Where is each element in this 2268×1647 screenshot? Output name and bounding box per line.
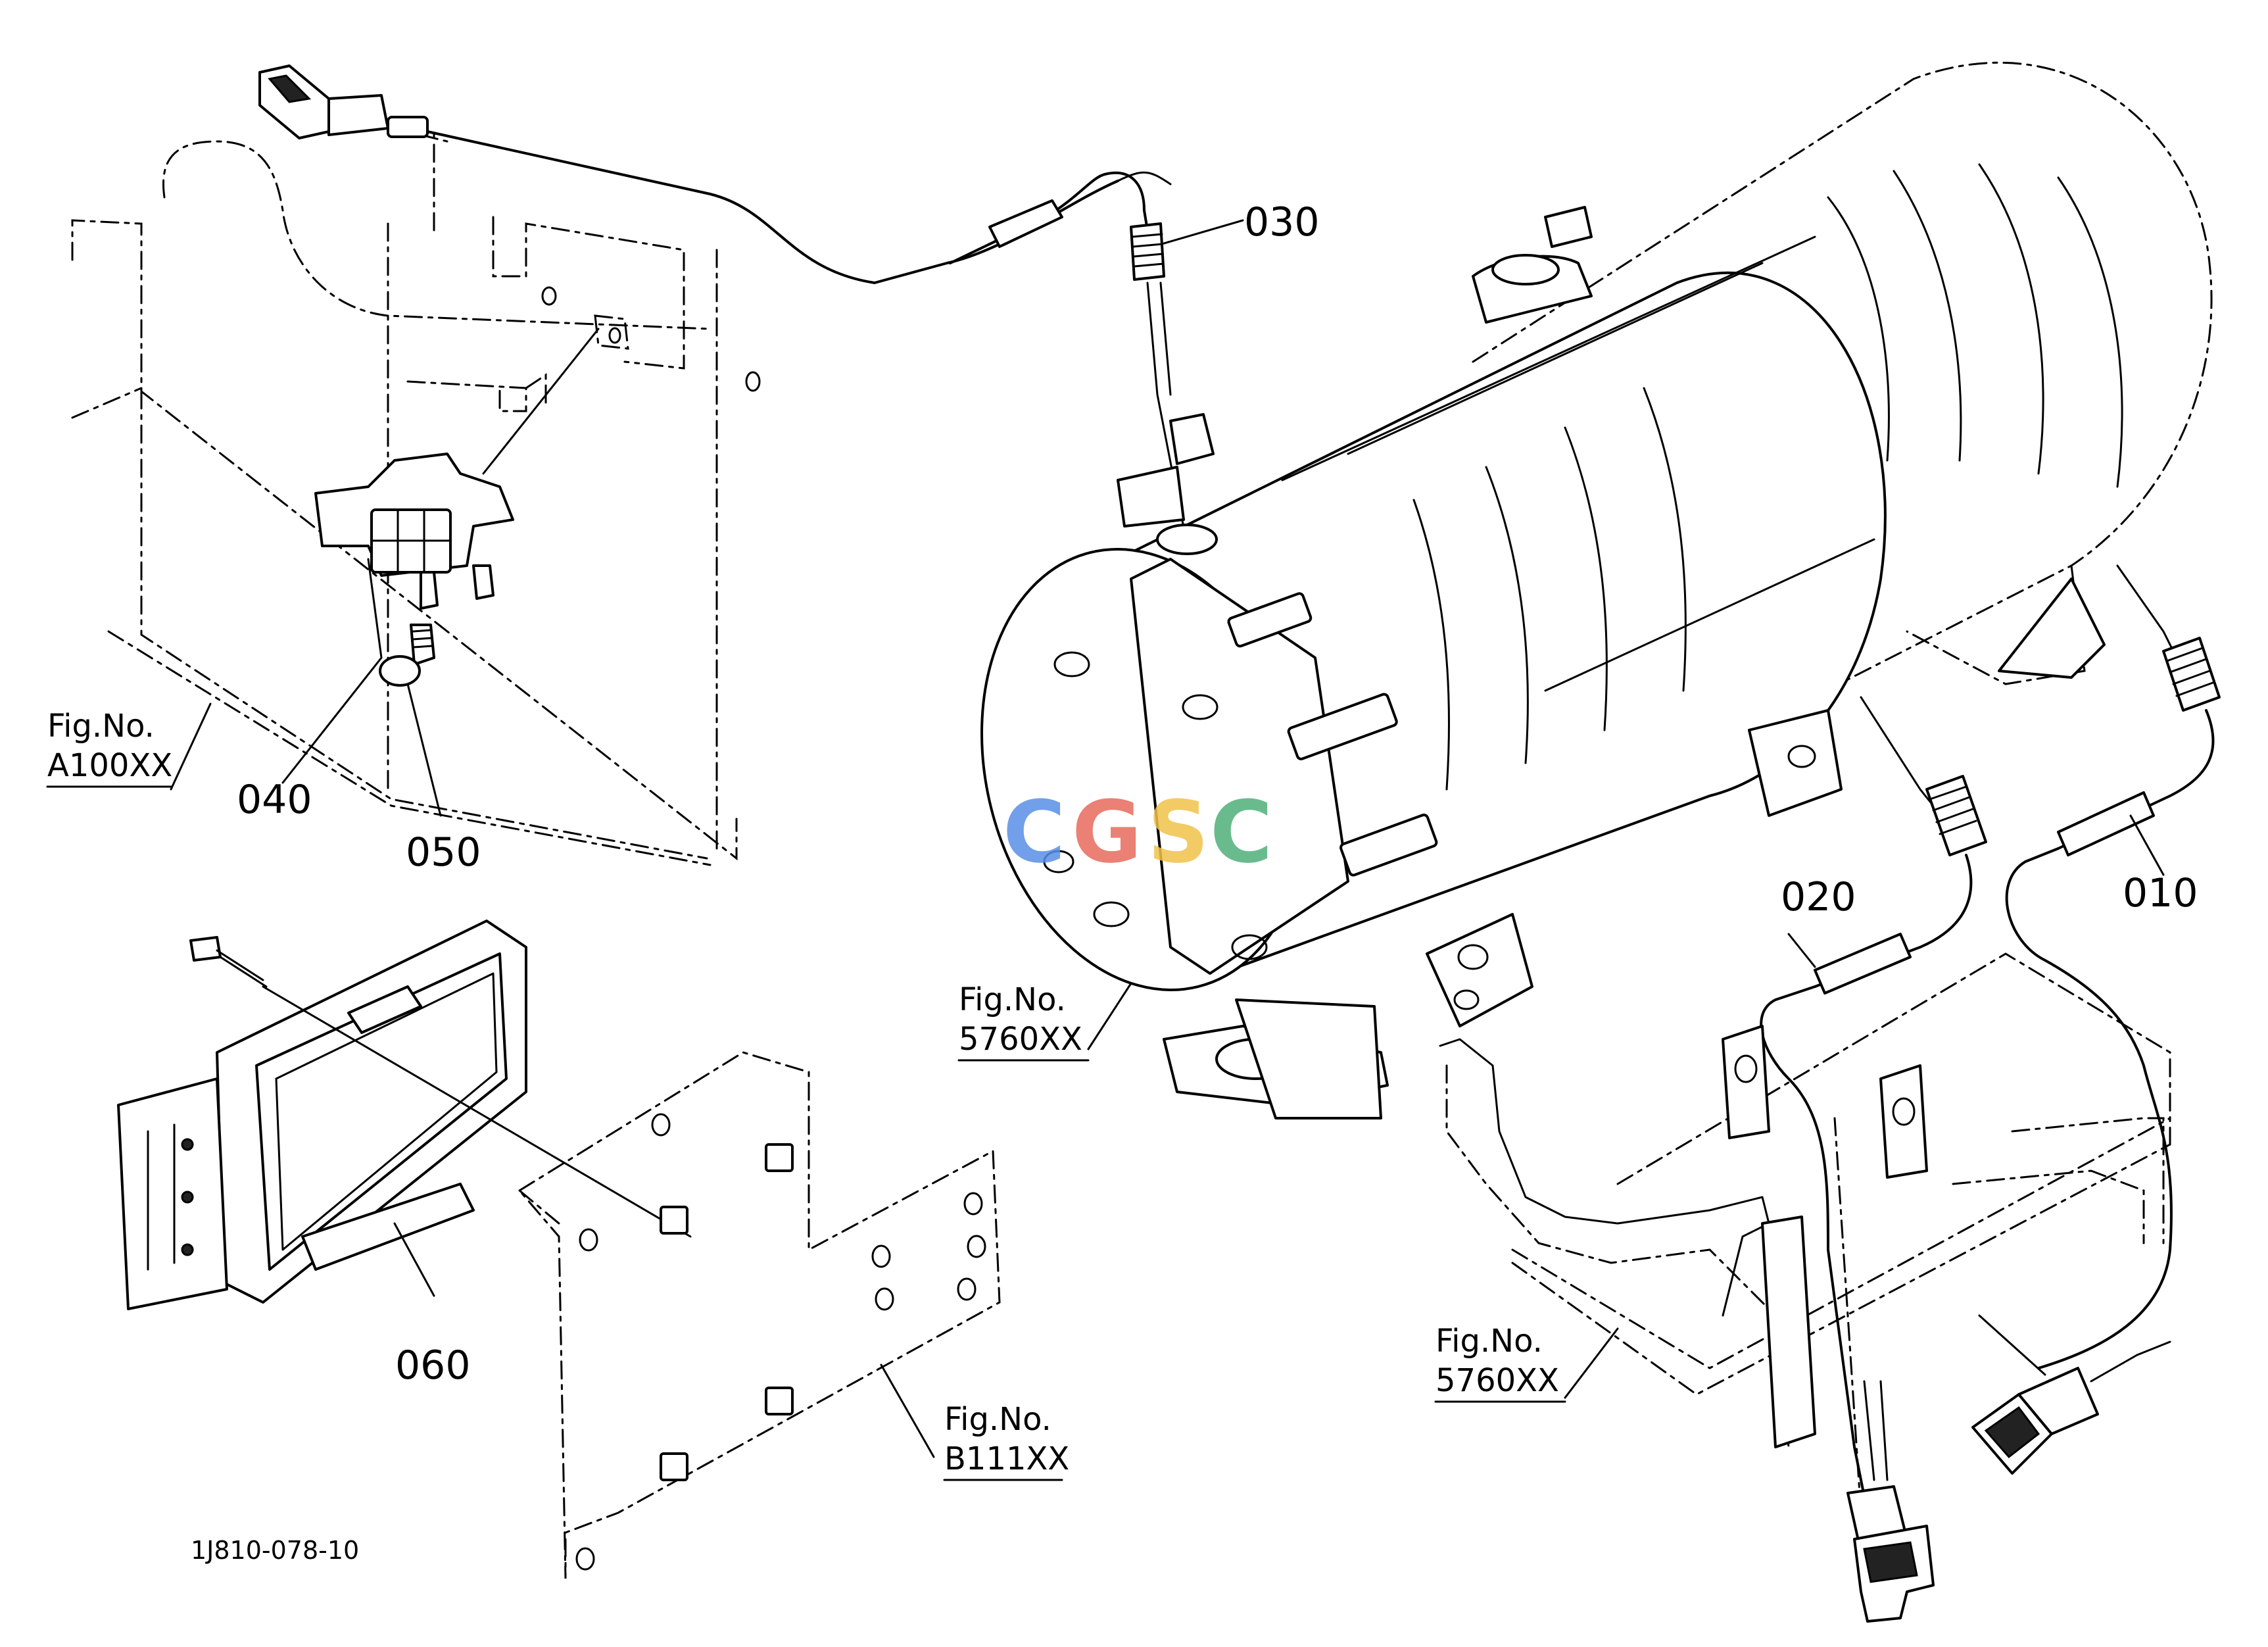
cab-panel bbox=[71, 130, 761, 866]
ref-b111xx-line1: Fig.No. bbox=[944, 1401, 1051, 1438]
ref-b111xx-line2: B111XX bbox=[944, 1440, 1069, 1477]
dpf-assembly bbox=[980, 61, 2213, 1119]
watermark: C G S C bbox=[1003, 782, 1272, 882]
ref-a100xx[interactable]: Fig.No. A100XX bbox=[46, 708, 172, 788]
harness-connector-top bbox=[258, 64, 429, 139]
watermark-letter-s: S bbox=[1147, 782, 1209, 882]
bolt-icon bbox=[189, 936, 268, 988]
callout-060[interactable]: 060 bbox=[395, 1342, 471, 1389]
ref-5760xx-bracket-line1: Fig.No. bbox=[1436, 1323, 1543, 1360]
control-unit-icon[interactable] bbox=[117, 920, 527, 1310]
callout-020[interactable]: 020 bbox=[1781, 874, 1856, 920]
callout-030[interactable]: 030 bbox=[1244, 199, 1320, 245]
harness-connector-bottom bbox=[1846, 1380, 1935, 1623]
bolt-icon[interactable] bbox=[379, 624, 435, 687]
temperature-sensor-icon[interactable] bbox=[2005, 564, 2221, 1369]
harness-connector-right bbox=[1971, 1314, 2171, 1475]
ref-a100xx-line2: A100XX bbox=[47, 747, 172, 784]
ref-5760xx-dpf[interactable]: Fig.No. 5760XX bbox=[957, 981, 1090, 1062]
ref-5760xx-bracket-line2: 5760XX bbox=[1436, 1362, 1559, 1399]
watermark-letter-c2: C bbox=[1210, 782, 1272, 882]
support-bracket bbox=[1439, 952, 2171, 1448]
watermark-letter-g: G bbox=[1072, 782, 1142, 882]
ref-b111xx[interactable]: Fig.No. B111XX bbox=[943, 1401, 1069, 1481]
temperature-sensor-icon[interactable] bbox=[949, 171, 1188, 541]
mounting-plate bbox=[518, 1051, 1001, 1579]
callout-010[interactable]: 010 bbox=[2123, 870, 2198, 916]
drawing-code: 1J810-078-10 bbox=[191, 1536, 359, 1565]
ref-5760xx-dpf-line1: Fig.No. bbox=[959, 981, 1066, 1018]
ref-5760xx-bracket[interactable]: Fig.No. 5760XX bbox=[1434, 1323, 1566, 1403]
watermark-letter-c1: C bbox=[1003, 782, 1065, 882]
callout-040[interactable]: 040 bbox=[237, 777, 312, 823]
ref-5760xx-dpf-line2: 5760XX bbox=[959, 1021, 1082, 1058]
differential-pressure-sensor-icon[interactable] bbox=[314, 453, 514, 610]
callout-050[interactable]: 050 bbox=[406, 829, 481, 875]
ref-a100xx-line1: Fig.No. bbox=[47, 708, 155, 745]
temperature-sensor-icon[interactable] bbox=[1760, 696, 1987, 1514]
